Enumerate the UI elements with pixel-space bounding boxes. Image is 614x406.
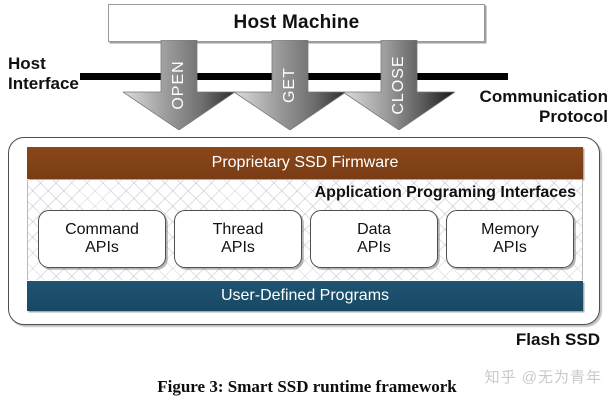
host-interface-label-line2: Interface <box>8 74 79 94</box>
api-box-memory: Memory APIs <box>446 210 574 268</box>
arrow-down-get: GET <box>234 40 346 130</box>
api-box-thread-line1: Thread <box>212 221 264 239</box>
api-box-command-line2: APIs <box>85 239 119 256</box>
flash-ssd-container: Proprietary SSD Firmware Application Pro… <box>8 137 600 325</box>
user-defined-programs-bar: User-Defined Programs <box>27 281 583 311</box>
communication-protocol-label-line2: Protocol <box>539 107 608 127</box>
ssd-stack: Proprietary SSD Firmware Application Pro… <box>27 147 583 315</box>
api-box-data: Data APIs <box>310 210 438 268</box>
api-region: Application Programing Interfaces Comman… <box>27 180 583 280</box>
proprietary-ssd-firmware-bar: Proprietary SSD Firmware <box>27 147 583 179</box>
host-interface-label-line1: Host <box>8 54 46 73</box>
proprietary-ssd-firmware-label: Proprietary SSD Firmware <box>211 154 399 171</box>
figure-caption: Figure 3: Smart SSD runtime framework <box>157 377 457 396</box>
flash-ssd-label: Flash SSD <box>515 330 600 349</box>
host-machine-label: Host Machine <box>233 12 360 33</box>
api-box-command: Command APIs <box>38 210 166 268</box>
arrow-down-close: CLOSE <box>343 40 455 130</box>
api-box-thread: Thread APIs <box>174 210 302 268</box>
arrow-down-open: OPEN <box>123 40 235 130</box>
api-box-data-line1: Data <box>357 221 391 239</box>
host-machine-box: Host Machine <box>108 4 485 42</box>
communication-protocol-label-line1: Communication <box>479 87 608 106</box>
user-defined-programs-label: User-Defined Programs <box>220 287 390 304</box>
api-region-title: Application Programing Interfaces <box>314 184 576 201</box>
api-box-memory-line2: APIs <box>493 239 527 256</box>
api-box-memory-line1: Memory <box>481 221 539 239</box>
host-interface-label: Host Interface <box>8 54 118 94</box>
api-box-thread-line2: APIs <box>221 239 255 256</box>
api-box-command-line1: Command <box>65 221 139 239</box>
watermark-text: 知乎 @无为青年 <box>484 369 602 386</box>
api-box-row: Command APIs Thread APIs Data APIs Memor… <box>38 210 574 268</box>
communication-protocol-label: Communication Protocol <box>418 87 608 127</box>
api-box-data-line2: APIs <box>357 239 391 256</box>
